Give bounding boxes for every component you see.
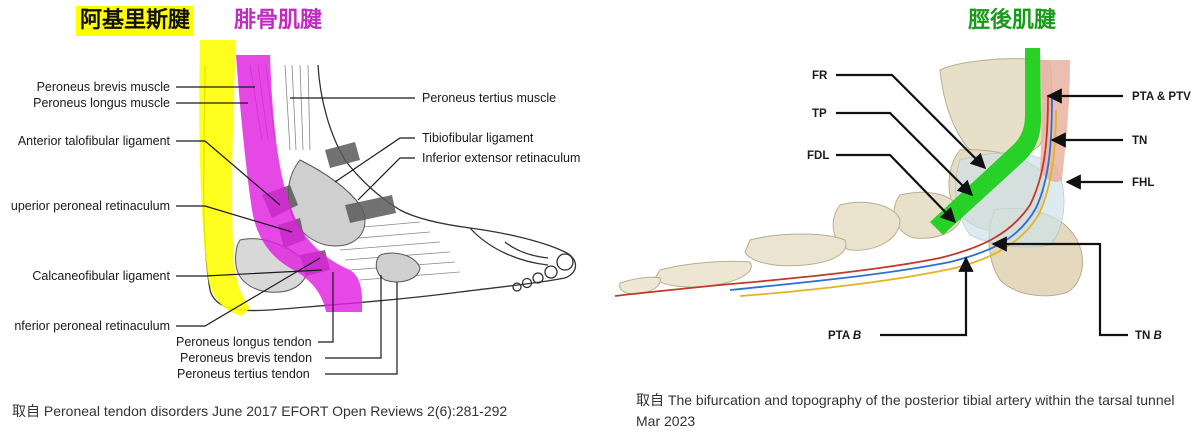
label-pta-b: PTA B xyxy=(828,330,861,342)
label-pta-ptv: PTA & PTV xyxy=(1132,91,1191,103)
label-fr: FR xyxy=(812,70,828,82)
label-fhl: FHL xyxy=(1132,177,1154,189)
peroneal-tendons-highlight xyxy=(236,55,362,312)
label-peroneus-longus-muscle: Peroneus longus muscle xyxy=(33,96,170,110)
right-caption-prefix: 取自 xyxy=(636,393,664,409)
label-peroneus-tertius-tendon: Peroneus tertius tendon xyxy=(177,367,310,381)
heading-posterior-tibial-tendon: 脛後肌腱 xyxy=(968,8,1057,33)
label-calcaneofibular-ligament: Calcaneofibular ligament xyxy=(32,269,170,283)
label-inferior-peroneal-retinaculum: nferior peroneal retinaculum xyxy=(14,319,170,333)
label-inferior-extensor-retinaculum: Inferior extensor retinaculum xyxy=(422,151,580,165)
leader-arrows xyxy=(836,73,1128,337)
lateral-ankle-illustration: Peroneus brevis muscle Peroneus longus m… xyxy=(11,40,580,381)
left-figure-panel: Peroneus brevis muscle Peroneus longus m… xyxy=(11,6,592,422)
label-superior-peroneal-retinaculum: uperior peroneal retinaculum xyxy=(11,199,170,213)
label-tn: TN xyxy=(1132,135,1147,147)
ankle-bones xyxy=(235,159,421,293)
heading-achilles-tendon: 阿基里斯腱 xyxy=(76,6,195,36)
right-caption: 取自 The bifurcation and topography of the… xyxy=(636,390,1176,431)
foot-outline xyxy=(203,64,577,312)
left-caption-prefix: 取自 xyxy=(12,404,40,420)
label-tibiofibular-ligament: Tibiofibular ligament xyxy=(422,131,534,145)
right-caption-text: The bifurcation and topography of the po… xyxy=(636,392,1175,429)
right-figure-panel: FR TP FDL PTA & PTV TN FHL PTA B TN B 脛後… xyxy=(600,0,1200,440)
label-peroneus-tertius-muscle: Peroneus tertius muscle xyxy=(422,91,556,105)
label-tp: TP xyxy=(812,108,827,120)
label-peroneus-brevis-tendon: Peroneus brevis tendon xyxy=(180,351,312,365)
label-peroneus-longus-tendon: Peroneus longus tendon xyxy=(176,335,312,349)
label-peroneus-brevis-muscle: Peroneus brevis muscle xyxy=(37,80,170,94)
heading-peroneal-tendon: 腓骨肌腱 xyxy=(234,8,323,33)
achilles-tendon-highlight xyxy=(199,40,250,316)
label-fdl: FDL xyxy=(807,150,829,162)
left-caption: 取自 Peroneal tendon disorders June 2017 E… xyxy=(12,401,592,422)
leader-lines xyxy=(176,86,415,375)
label-tn-b: TN B xyxy=(1135,330,1162,342)
left-caption-text: Peroneal tendon disorders June 2017 EFOR… xyxy=(40,403,508,419)
vessels-and-nerves xyxy=(614,94,1057,297)
medial-foot-illustration: FR TP FDL PTA & PTV TN FHL PTA B TN B xyxy=(614,48,1191,342)
label-anterior-talofibular-ligament: Anterior talofibular ligament xyxy=(18,134,171,148)
